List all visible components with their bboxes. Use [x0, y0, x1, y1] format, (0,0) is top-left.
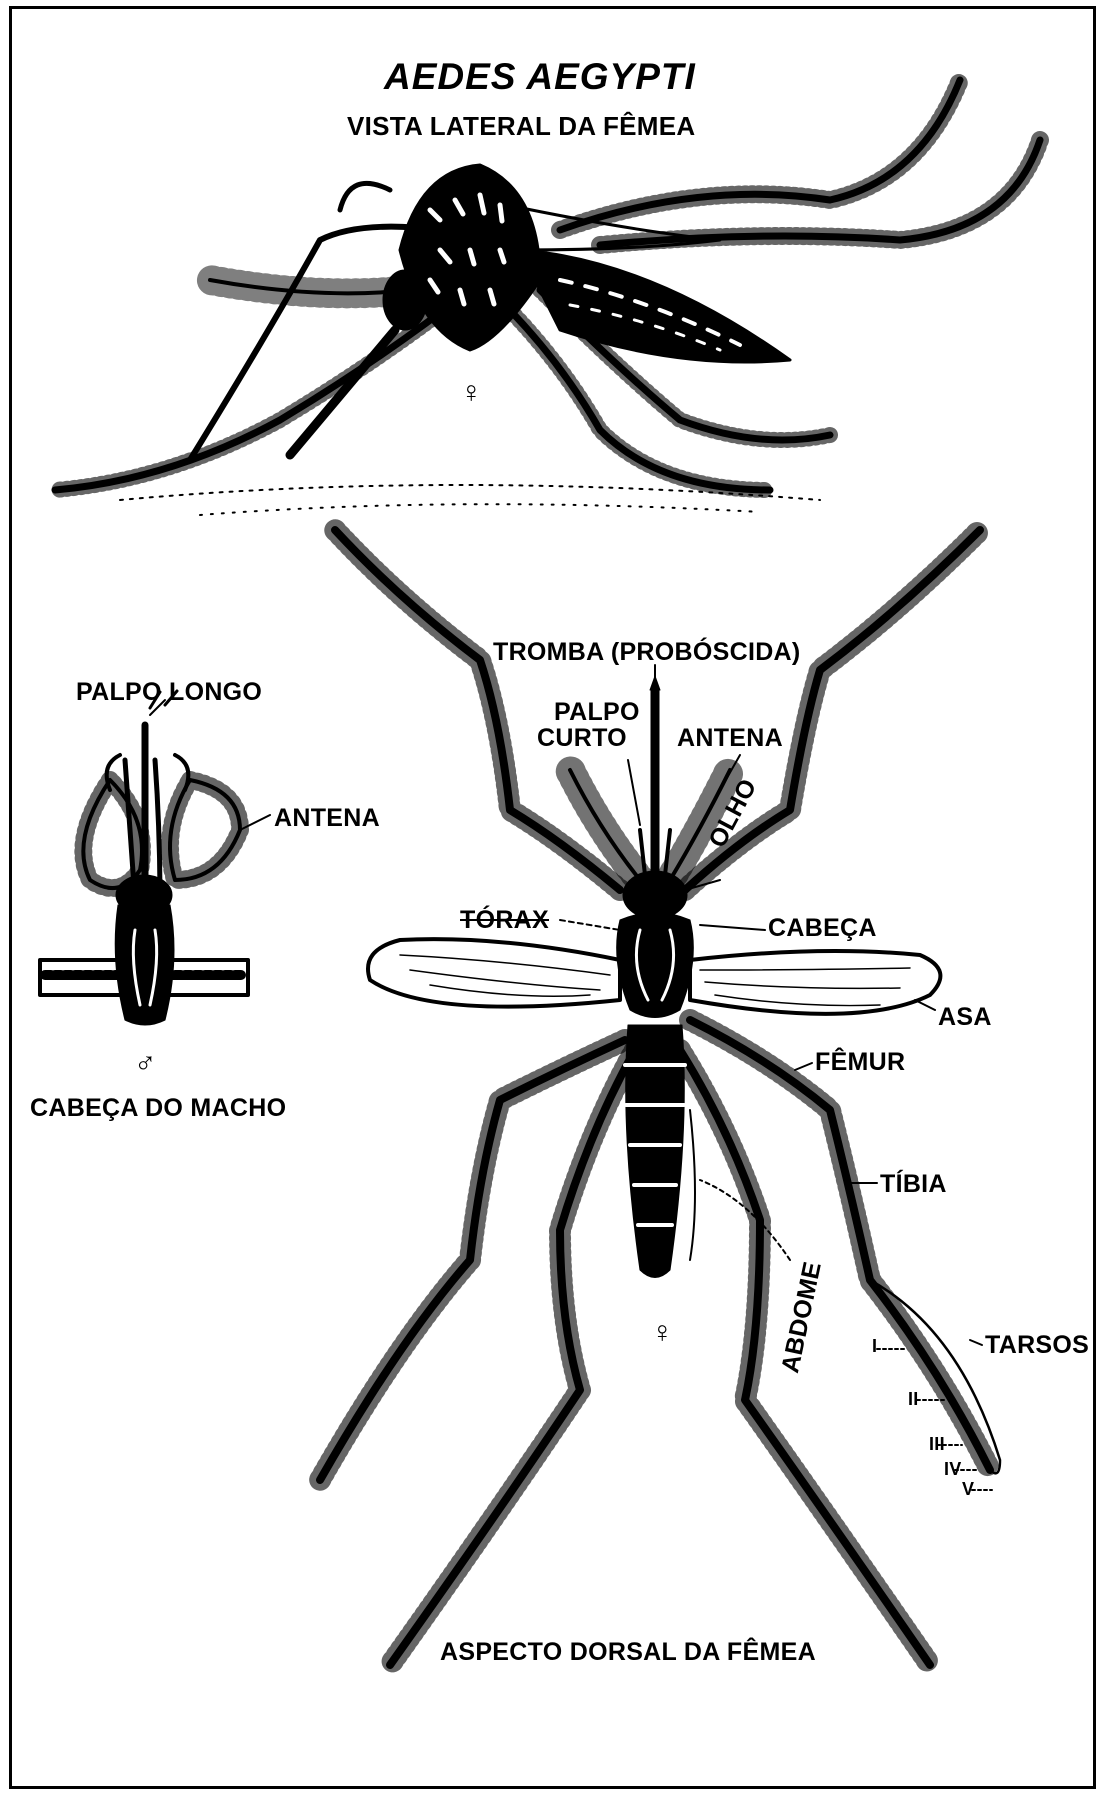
leader-palpo-curto: [628, 760, 640, 825]
leader-cabeca: [700, 925, 765, 930]
abdomen-bracket: [690, 1110, 695, 1260]
lateral-head: [383, 270, 427, 330]
lateral-view-subtitle: VISTA LATERAL DA FÊMEA: [347, 113, 695, 139]
label-tromba: TROMBA (PROBÓSCIDA): [493, 640, 801, 665]
leader-torax: [560, 920, 620, 930]
leader-tarsos: [970, 1340, 982, 1345]
male-head-body: [115, 905, 174, 1025]
leader-asa: [915, 1000, 935, 1010]
label-tibia: TÍBIA: [880, 1172, 947, 1197]
wing-left: [368, 939, 620, 1007]
tarsus-numeral-4: IV: [944, 1460, 962, 1478]
diagram-title: AEDES AEGYPTI: [384, 58, 696, 95]
dorsal-view-caption: ASPECTO DORSAL DA FÊMEA: [440, 1640, 816, 1665]
lateral-proboscis: [290, 330, 395, 455]
label-palpo-curto-line1: PALPO: [554, 700, 640, 725]
male-head-caption: CABEÇA DO MACHO: [30, 1096, 286, 1121]
tarsus-numeral-2: II: [908, 1390, 919, 1408]
label-cabeca: CABEÇA: [768, 916, 877, 941]
head: [623, 871, 687, 919]
label-antena-male: ANTENA: [274, 806, 380, 831]
label-palpo-curto-line2: CURTO: [537, 726, 627, 751]
label-palpo-longo: PALPO LONGO: [76, 680, 262, 705]
label-asa: ASA: [938, 1005, 992, 1030]
lateral-abdomen: [520, 250, 790, 362]
male-symbol: ♂: [134, 1048, 157, 1078]
leader-femur: [795, 1063, 812, 1070]
male-head-illustration: [40, 691, 248, 1025]
thorax: [617, 913, 694, 1018]
tarsus-numeral-3: III: [929, 1435, 945, 1453]
tarsus-numeral-1: I: [872, 1337, 877, 1355]
label-tarsos: TARSOS: [985, 1333, 1089, 1358]
label-femur: FÊMUR: [815, 1050, 905, 1075]
lateral-view-female: [55, 80, 1040, 515]
label-torax: TÓRAX: [460, 908, 549, 933]
dorsal-female-symbol: ♀: [651, 1318, 674, 1348]
label-antena: ANTENA: [677, 726, 783, 751]
abdomen: [626, 1025, 685, 1278]
lateral-female-symbol: ♀: [460, 378, 483, 408]
tarsus-numeral-5: V: [962, 1480, 974, 1498]
